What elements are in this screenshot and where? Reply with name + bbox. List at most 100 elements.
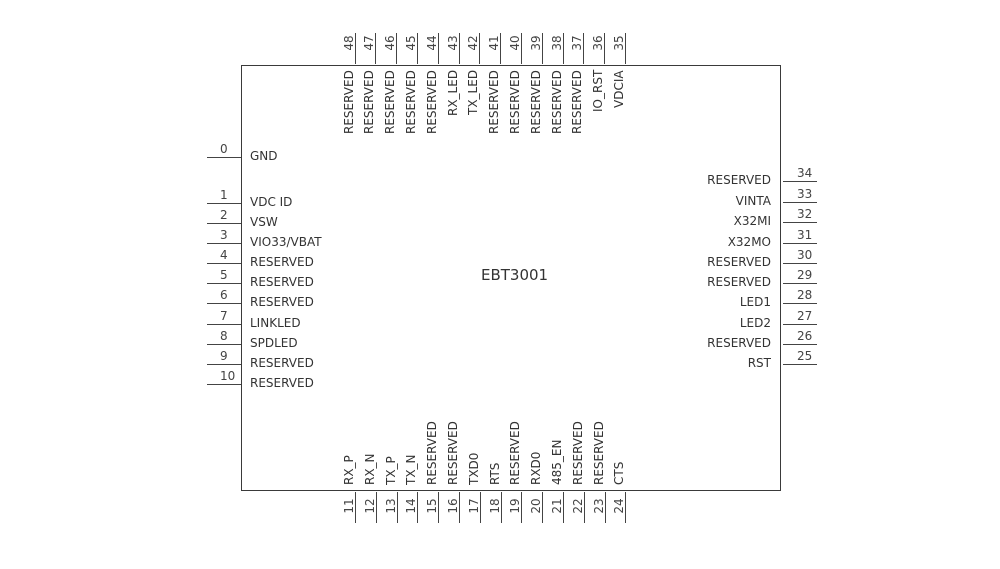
pin-number: 19: [508, 498, 522, 514]
pin-label: RESERVED: [571, 421, 585, 485]
pin-line: [459, 492, 460, 523]
pin-number: 47: [362, 35, 376, 51]
pin-number: 7: [220, 309, 228, 323]
pin-label: VSW: [250, 215, 278, 229]
pin-line: [376, 492, 377, 523]
pin-label: IO_RST: [591, 69, 605, 112]
pin-line: [207, 203, 241, 204]
pin-line: [207, 384, 241, 385]
pin-line: [783, 181, 817, 182]
pin-line: [417, 33, 418, 64]
pin-line: [783, 303, 817, 304]
pin-line: [542, 492, 543, 523]
pin-line: [584, 492, 585, 523]
pin-line: [542, 33, 543, 64]
pin-line: [207, 243, 241, 244]
pin-number: 29: [797, 268, 813, 282]
pin-label: RXD0: [529, 451, 543, 485]
pin-number: 21: [550, 498, 564, 514]
pin-label: VIO33/VBAT: [250, 235, 322, 249]
pin-line: [207, 263, 241, 264]
pin-line: [459, 33, 460, 64]
pin-label: RESERVED: [362, 70, 376, 134]
pin-number: 48: [342, 35, 356, 51]
pin-label: GND: [250, 149, 278, 163]
pin-number: 26: [797, 329, 813, 343]
pin-number: 40: [508, 35, 522, 51]
pin-number: 8: [220, 329, 228, 343]
pin-label: RESERVED: [508, 421, 522, 485]
pin-label: RESERVED: [487, 70, 501, 134]
pin-number: 14: [404, 498, 418, 514]
pin-line: [396, 33, 397, 64]
pin-number: 43: [446, 35, 460, 51]
pin-number: 3: [220, 228, 228, 242]
pin-label: TX_P: [384, 456, 398, 485]
pin-line: [563, 33, 564, 64]
pin-label: X32MI: [733, 214, 771, 228]
pin-line: [604, 33, 605, 64]
pin-label: LINKLED: [250, 316, 301, 330]
pin-line: [625, 33, 626, 64]
pin-number: 44: [425, 35, 439, 51]
pin-line: [625, 492, 626, 523]
chip-body: [241, 65, 781, 491]
pin-label: LED2: [739, 316, 771, 330]
pin-label: RX_P: [342, 455, 356, 485]
pin-number: 35: [612, 35, 626, 51]
pin-label: RESERVED: [250, 356, 314, 370]
pin-number: 45: [404, 35, 418, 51]
pin-number: 31: [797, 228, 813, 242]
pin-line: [207, 157, 241, 158]
pin-label: TX_LED: [466, 69, 480, 115]
pin-label: RESERVED: [250, 255, 314, 269]
pin-number: 16: [446, 498, 460, 514]
pin-line: [783, 324, 817, 325]
pin-number: 2: [220, 208, 228, 222]
pin-line: [397, 492, 398, 523]
pin-number: 0: [220, 142, 228, 156]
pin-line: [207, 223, 241, 224]
pin-line: [605, 492, 606, 523]
pin-number: 4: [220, 248, 228, 262]
pin-number: 6: [220, 288, 228, 302]
pin-line: [355, 33, 356, 64]
pin-number: 11: [342, 498, 356, 514]
pin-number: 24: [612, 498, 626, 514]
pin-number: 27: [797, 309, 813, 323]
pin-number: 20: [529, 498, 543, 514]
pin-label: RESERVED: [250, 275, 314, 289]
pin-number: 33: [797, 187, 813, 201]
pin-line: [207, 324, 241, 325]
pin-line: [521, 33, 522, 64]
pin-label: RX_LED: [446, 69, 460, 116]
pin-line: [783, 283, 817, 284]
pin-label: RESERVED: [383, 70, 397, 134]
pin-line: [207, 364, 241, 365]
pin-number: 41: [487, 35, 501, 51]
pin-label: RESERVED: [570, 70, 584, 134]
pin-label: VDC ID: [250, 195, 293, 209]
pin-label: TX_N: [404, 454, 418, 485]
pin-label: LED1: [739, 295, 771, 309]
pin-label: RESERVED: [707, 275, 771, 289]
pin-line: [375, 33, 376, 64]
pin-label: RESERVED: [425, 70, 439, 134]
pin-number: 30: [797, 248, 813, 262]
pin-number: 12: [363, 498, 377, 514]
pin-label: RESERVED: [250, 376, 314, 390]
pin-number: 34: [797, 166, 813, 180]
pin-line: [355, 492, 356, 523]
pin-line: [500, 33, 501, 64]
pin-label: RESERVED: [250, 295, 314, 309]
pin-number: 15: [425, 498, 439, 514]
pin-label: SPDLED: [250, 336, 298, 350]
pin-line: [438, 33, 439, 64]
pin-number: 36: [591, 35, 605, 51]
pin-number: 13: [384, 498, 398, 514]
pin-label: X32MO: [727, 235, 771, 249]
pin-number: 25: [797, 349, 813, 363]
pin-number: 17: [467, 498, 481, 514]
pin-line: [207, 344, 241, 345]
pin-label: CTS: [612, 461, 626, 485]
